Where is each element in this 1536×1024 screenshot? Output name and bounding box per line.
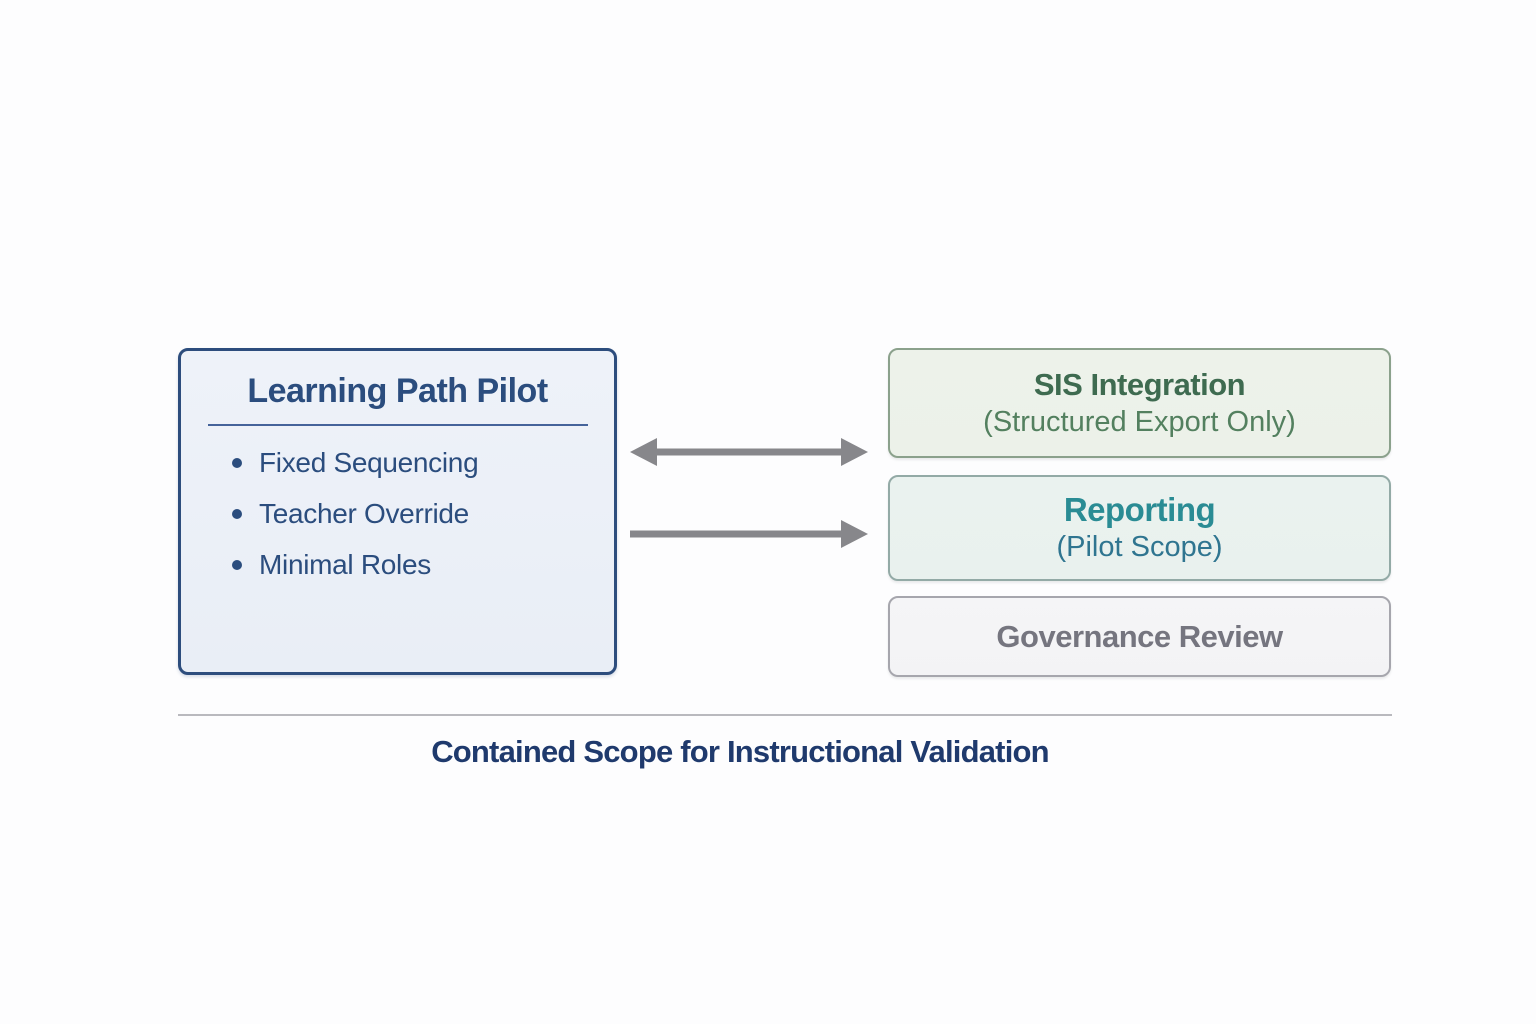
title-underline <box>207 424 588 426</box>
footer-divider <box>178 714 1392 716</box>
governance-review-box: Governance Review <box>888 596 1391 677</box>
reporting-subtitle: (Pilot Scope) <box>1056 531 1223 563</box>
reporting-title: Reporting <box>1063 491 1216 528</box>
bullet-item: Minimal Roles <box>232 548 614 581</box>
bullet-item: Teacher Override <box>232 497 614 530</box>
bullet-dot-icon <box>232 457 242 468</box>
left-box-bullet-list: Fixed Sequencing Teacher Override Minima… <box>181 446 614 581</box>
bullet-item: Fixed Sequencing <box>232 446 614 479</box>
diagram-caption: Contained Scope for Instructional Valida… <box>431 734 1049 769</box>
learning-path-pilot-box: Learning Path Pilot Fixed Sequencing Tea… <box>178 348 617 675</box>
bullet-dot-icon <box>232 508 242 519</box>
bullet-dot-icon <box>232 559 242 570</box>
bullet-item-label: Fixed Sequencing <box>259 446 479 478</box>
governance-review-title: Governance Review <box>996 618 1283 654</box>
sis-integration-box: SIS Integration (Structured Export Only) <box>888 348 1391 458</box>
right-arrow-icon <box>630 520 868 548</box>
bullet-item-label: Minimal Roles <box>259 548 431 580</box>
sis-integration-title: SIS Integration <box>1033 367 1246 402</box>
left-box-title: Learning Path Pilot <box>247 372 548 410</box>
bullet-item-label: Teacher Override <box>259 497 469 529</box>
sis-integration-subtitle: (Structured Export Only) <box>983 406 1296 438</box>
bidirectional-arrow-icon <box>630 438 868 466</box>
reporting-box: Reporting (Pilot Scope) <box>888 475 1391 581</box>
